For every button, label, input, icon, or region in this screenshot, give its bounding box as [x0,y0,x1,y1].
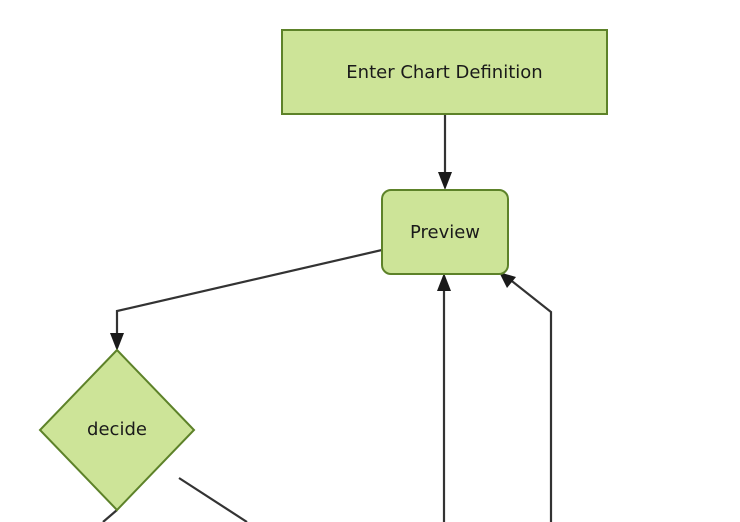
edge-return-center-to-preview[interactable] [437,273,451,522]
edge-decide-out-right[interactable] [178,477,248,522]
node-enter-chart-definition[interactable]: Enter Chart Definition [281,29,608,115]
node-preview-label: Preview [410,222,480,243]
edge-layer [102,114,553,522]
edge-preview-to-decide[interactable] [110,248,383,351]
edge-enter-to-preview-arrowhead [438,172,452,190]
node-preview-shape [381,189,509,275]
edge-preview-to-decide-arrowhead [110,333,124,351]
node-layer: Enter Chart Definition Preview decide [38,29,608,512]
edge-preview-to-decide-line [115,248,383,341]
node-enter-chart-definition-shape [281,29,608,115]
edge-return-right-to-preview-line [507,277,553,522]
edge-decide-out-left[interactable] [102,509,118,522]
edge-decide-out-left-line [102,509,118,522]
edge-enter-to-preview[interactable] [438,114,452,190]
node-preview[interactable]: Preview [381,189,509,275]
edge-return-right-to-preview-arrowhead [499,272,516,288]
node-decide-label: decide [87,419,147,440]
node-enter-chart-definition-label: Enter Chart Definition [346,62,542,83]
node-decide[interactable]: decide [38,348,196,512]
edge-return-right-to-preview[interactable] [499,272,553,522]
edge-decide-out-right-line [178,477,248,522]
node-decide-shape [38,348,196,512]
edge-return-center-to-preview-arrowhead [437,273,451,291]
